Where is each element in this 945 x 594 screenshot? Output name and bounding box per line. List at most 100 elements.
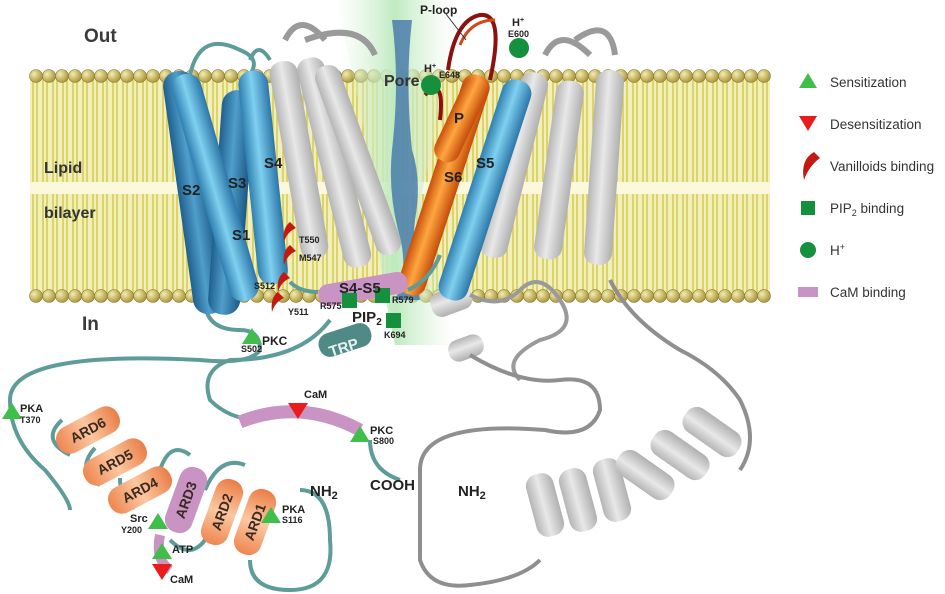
sensitization-t370	[2, 403, 22, 419]
chili-pepper-icon	[283, 222, 296, 242]
atp-label: ATP	[172, 544, 193, 556]
chili-pepper-icon	[803, 152, 820, 180]
helix-p	[434, 77, 488, 163]
pip2-site-r575	[342, 293, 357, 308]
src-label: Src	[130, 513, 148, 525]
proton-site-e648	[421, 75, 441, 95]
ankyrin-repeat-ard3: ARD3	[164, 466, 208, 534]
segment-s2-label: S2	[182, 182, 200, 199]
legend-item: CaM binding	[798, 285, 906, 300]
y200-label: Y200	[121, 525, 142, 535]
legend-item: Desensitization	[799, 116, 922, 132]
ankyrin-repeat-ard2: ARD2	[200, 478, 244, 546]
gray-ankyrin-repeat	[615, 449, 675, 501]
purple-bar-icon	[798, 287, 818, 297]
vanilloid-binding-sites	[271, 222, 296, 312]
legend-label: Desensitization	[830, 117, 922, 132]
h-e600-label: H+	[512, 17, 524, 29]
red-down-triangle-icon	[799, 116, 817, 131]
t370-label: T370	[20, 415, 41, 425]
linker-label: S4-S5	[339, 280, 381, 297]
segment-s1-label: S1	[232, 227, 250, 244]
region-bilayer-label: bilayer	[44, 205, 96, 222]
ankyrin-repeat-ard1: ARD1	[233, 488, 277, 556]
s116-label: S116	[282, 515, 303, 525]
cam-cterm-label: CaM	[304, 389, 327, 401]
chili-pepper-icon	[277, 272, 290, 292]
p-loop-pointer	[445, 13, 467, 41]
p-loop-label: P-loop	[420, 3, 457, 17]
p-loop	[446, 12, 498, 81]
linker-s4-s5	[318, 271, 408, 307]
sensitization-atp	[152, 543, 172, 559]
p-loop-inner	[458, 18, 496, 46]
pip2-site-r579	[375, 288, 390, 303]
desensitization-cam-nterm	[152, 564, 172, 580]
neighbor-subunit	[269, 22, 752, 588]
green-square-icon	[801, 201, 815, 215]
m547-label: M547	[299, 253, 322, 263]
sensitization-s502	[242, 328, 262, 344]
legend-item: H+	[800, 242, 845, 258]
ankyrin-repeat-ard5: ARD5	[82, 438, 148, 486]
pip2-site-k694	[386, 313, 401, 328]
sensitization-y200	[148, 513, 168, 529]
pka-t370-label: PKA	[20, 403, 43, 415]
helix-s5	[438, 79, 532, 301]
r575-label: R575	[320, 301, 342, 311]
legend-label: CaM binding	[830, 285, 906, 300]
helix-s3	[171, 73, 259, 302]
transmembrane-helices	[163, 70, 532, 357]
neighbor-ankyrin-repeats	[525, 406, 742, 537]
e600-label: E600	[508, 29, 529, 39]
gray-ankyrin-repeat	[558, 468, 598, 532]
cooh-label: COOH	[370, 477, 415, 494]
segment-p-label: P	[454, 110, 464, 127]
r579-label: R579	[392, 295, 414, 305]
proton-site-e600	[509, 38, 529, 58]
y511-label: Y511	[288, 307, 309, 317]
nh2-right-label: NH2	[458, 483, 486, 502]
gray-ankyrin-repeat	[525, 473, 565, 537]
pip2-label: PIP2	[352, 309, 382, 328]
segment-s4-label: S4	[264, 155, 283, 172]
region-in-label: In	[82, 314, 99, 335]
regulatory-sites	[2, 328, 370, 580]
desensitization-cam	[288, 403, 308, 419]
pore-label: Pore	[384, 73, 420, 90]
sensitization-s116	[261, 507, 281, 523]
legend-item: Vanilloids binding	[803, 152, 934, 180]
chili-pepper-icon	[271, 292, 284, 312]
legend-label: PIP2 binding	[830, 201, 904, 218]
chili-pepper-icon	[283, 245, 296, 265]
pka-s116-label: PKA	[282, 504, 305, 516]
pkc-s502-label: PKC	[262, 334, 288, 348]
legend-label: H+	[830, 242, 845, 258]
legend-label: Sensitization	[830, 75, 907, 90]
h-e648-label: H+	[424, 63, 436, 75]
pip2-binding-sites	[342, 288, 401, 328]
e648-label: E648	[439, 70, 460, 80]
s800-label: S800	[373, 436, 394, 446]
pore-constriction	[390, 20, 420, 300]
helix-s4	[238, 70, 288, 285]
k694-label: K694	[384, 330, 406, 340]
cam-nterm-label: CaM	[170, 574, 193, 586]
region-out-label: Out	[84, 26, 117, 47]
s502-label: S502	[241, 344, 262, 354]
green-up-triangle-icon	[799, 73, 817, 88]
gray-ankyrin-repeat	[650, 429, 710, 481]
helix-s2	[163, 70, 226, 315]
sensitization-s800	[350, 426, 370, 442]
trp-domain	[318, 323, 372, 357]
gray-ankyrin-repeat	[682, 406, 742, 458]
region-lipid-label: Lipid	[44, 160, 82, 177]
nh2-left-label: NH2	[310, 483, 338, 502]
subunit-loops	[7, 41, 401, 593]
segment-s6-label: S6	[444, 169, 462, 186]
legend-label: Vanilloids binding	[830, 159, 934, 174]
t550-label: T550	[299, 235, 320, 245]
s512-label: S512	[254, 281, 275, 291]
